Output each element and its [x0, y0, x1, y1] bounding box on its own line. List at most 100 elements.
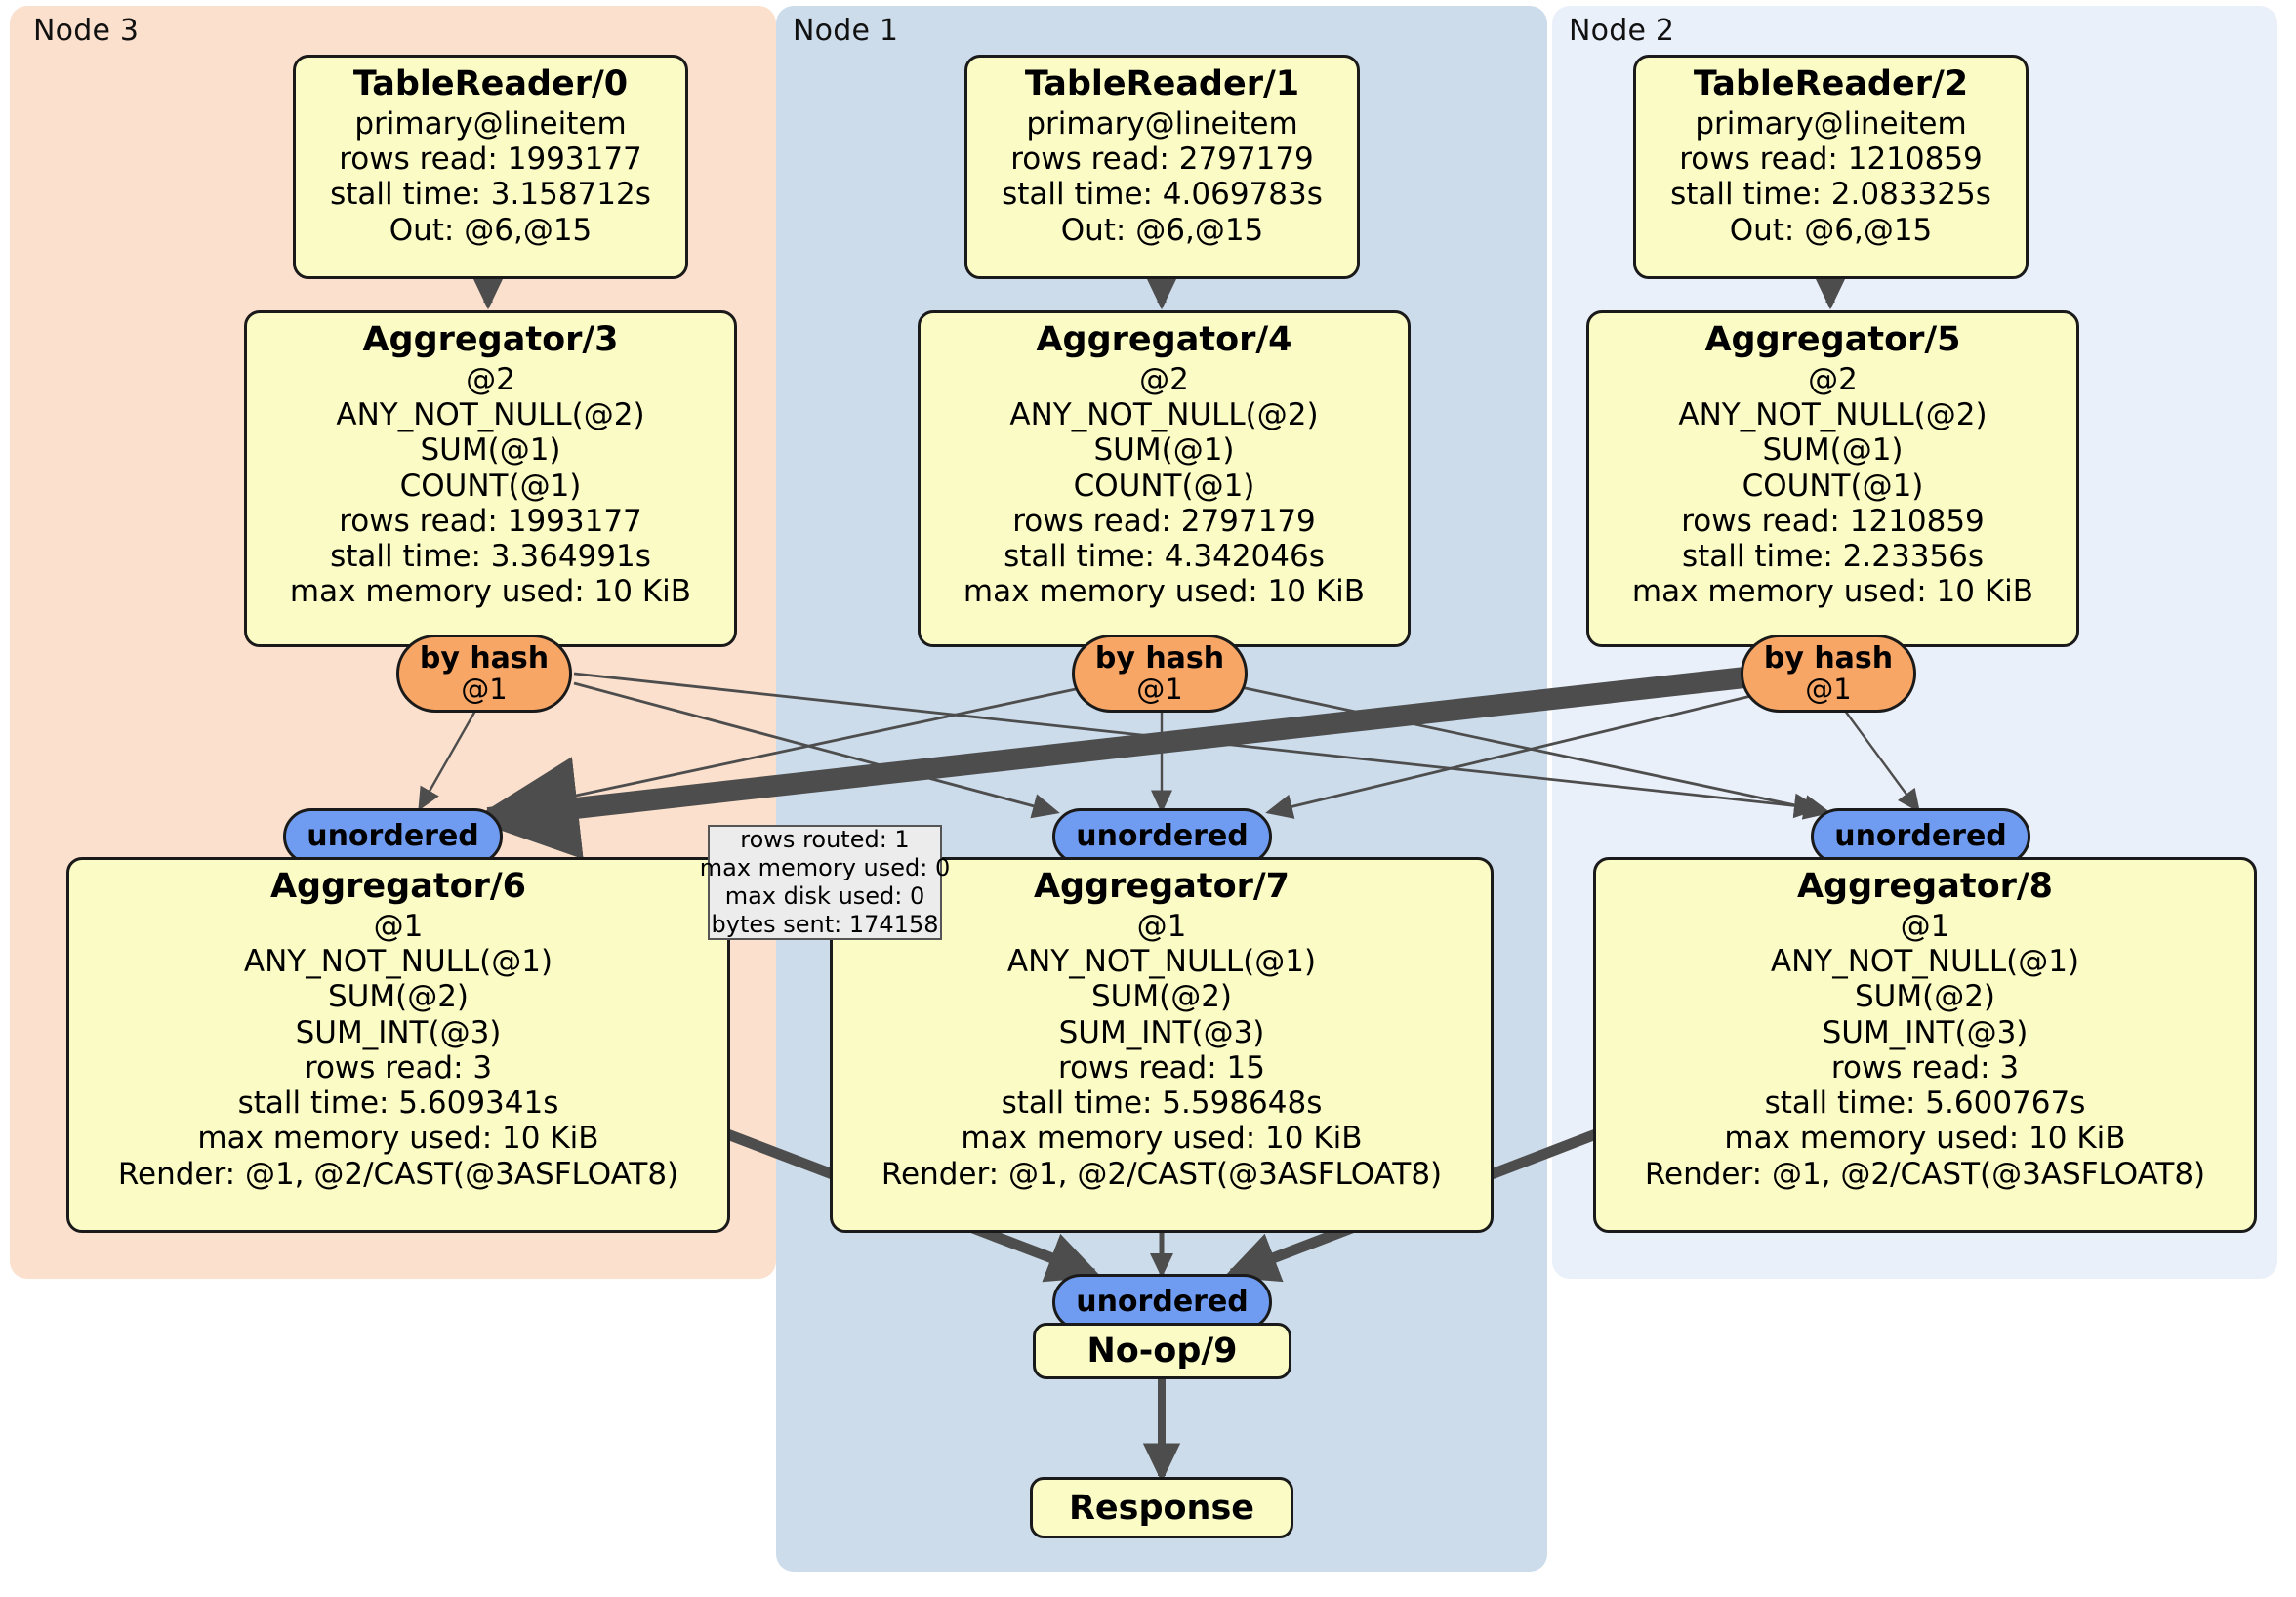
node-aggregator-5[interactable]: Aggregator/5 @2 ANY_NOT_NULL(@2) SUM(@1)…	[1586, 310, 2079, 647]
node-title: TableReader/2	[1693, 64, 1969, 103]
router-by-hash-3[interactable]: by hash @1	[396, 635, 572, 713]
router-label: unordered	[307, 819, 479, 853]
node-detail-line: ANY_NOT_NULL(@2)	[336, 397, 645, 433]
node-detail-line: @1	[373, 908, 424, 944]
router-column: @1	[461, 672, 508, 706]
router-column: @1	[1805, 672, 1852, 706]
node-detail-line: stall time: 4.342046s	[1004, 539, 1325, 575]
node-detail-line: COUNT(@1)	[1073, 468, 1255, 504]
node-detail-line: Render: @1, @2/CAST(@3ASFLOAT8)	[117, 1156, 679, 1192]
stats-line: bytes sent: 174158	[711, 910, 939, 938]
node-detail-line: SUM(@2)	[327, 979, 470, 1015]
node-detail-line: Out: @6,@15	[1729, 212, 1933, 248]
node-detail-line: ANY_NOT_NULL(@2)	[1678, 397, 1988, 433]
node-detail-line: max memory used: 10 KiB	[197, 1121, 599, 1157]
node-aggregator-6[interactable]: Aggregator/6 @1 ANY_NOT_NULL(@1) SUM(@2)…	[66, 857, 730, 1233]
node-detail-line: primary@lineitem	[1695, 105, 1967, 142]
router-unordered-7[interactable]: unordered	[1052, 808, 1272, 865]
node-title: No-op/9	[1086, 1331, 1238, 1371]
node-detail-line: stall time: 5.598648s	[1001, 1085, 1323, 1122]
node-detail-line: stall time: 4.069783s	[1002, 177, 1323, 213]
node-title: Aggregator/5	[1704, 320, 1961, 359]
node-table-reader-2[interactable]: TableReader/2 primary@lineitem rows read…	[1633, 55, 2029, 279]
node-detail-line: stall time: 3.158712s	[330, 177, 651, 213]
node-detail-line: rows read: 2797179	[1012, 503, 1316, 539]
router-by-hash-4[interactable]: by hash @1	[1072, 635, 1248, 713]
node-detail-line: rows read: 2797179	[1010, 142, 1314, 178]
node-detail-line: rows read: 1210859	[1681, 503, 1985, 539]
node-title: Aggregator/6	[269, 867, 527, 906]
cluster-label-node-1: Node 1	[793, 14, 899, 48]
router-by-hash-5[interactable]: by hash @1	[1741, 635, 1916, 713]
router-label: unordered	[1076, 819, 1249, 853]
node-detail-line: rows read: 15	[1058, 1049, 1265, 1085]
stats-line: max memory used: 0	[699, 854, 951, 882]
node-detail-line: rows read: 1993177	[339, 142, 642, 178]
node-detail-line: ANY_NOT_NULL(@2)	[1009, 397, 1319, 433]
node-detail-line: stall time: 5.609341s	[237, 1085, 559, 1122]
node-detail-line: @2	[1139, 361, 1189, 397]
node-aggregator-7[interactable]: Aggregator/7 @1 ANY_NOT_NULL(@1) SUM(@2)…	[830, 857, 1494, 1233]
node-detail-line: stall time: 2.083325s	[1670, 177, 1991, 213]
router-column: @1	[1136, 672, 1183, 706]
edge-stats-box: rows routed: 1 max memory used: 0 max di…	[700, 825, 950, 940]
node-aggregator-8[interactable]: Aggregator/8 @1 ANY_NOT_NULL(@1) SUM(@2)…	[1593, 857, 2257, 1233]
router-label: by hash	[419, 641, 550, 676]
node-detail-line: @1	[1136, 908, 1187, 944]
node-detail-line: stall time: 3.364991s	[330, 539, 651, 575]
node-detail-line: @1	[1900, 908, 1950, 944]
node-detail-line: COUNT(@1)	[1742, 468, 1924, 504]
node-detail-line: SUM(@2)	[1854, 979, 1996, 1015]
node-detail-line: primary@lineitem	[1026, 105, 1298, 142]
node-detail-line: SUM_INT(@3)	[1822, 1014, 2029, 1050]
stats-line: max disk used: 0	[724, 882, 925, 910]
node-detail-line: stall time: 5.600767s	[1764, 1085, 2086, 1122]
node-title: Aggregator/7	[1033, 867, 1291, 906]
node-table-reader-1[interactable]: TableReader/1 primary@lineitem rows read…	[964, 55, 1360, 279]
node-detail-line: ANY_NOT_NULL(@1)	[1770, 944, 2080, 980]
node-detail-line: Out: @6,@15	[1060, 212, 1264, 248]
cluster-label-node-2: Node 2	[1569, 14, 1675, 48]
node-detail-line: rows read: 3	[1830, 1049, 2020, 1085]
router-unordered-8[interactable]: unordered	[1811, 808, 2030, 865]
node-detail-line: ANY_NOT_NULL(@1)	[243, 944, 554, 980]
node-aggregator-3[interactable]: Aggregator/3 @2 ANY_NOT_NULL(@2) SUM(@1)…	[244, 310, 737, 647]
node-detail-line: Out: @6,@15	[389, 212, 593, 248]
node-detail-line: SUM(@1)	[420, 432, 561, 469]
node-detail-line: @2	[1808, 361, 1858, 397]
node-detail-line: SUM(@1)	[1762, 432, 1904, 469]
cluster-label-node-3: Node 3	[33, 14, 140, 48]
node-title: Response	[1068, 1488, 1255, 1528]
router-label: unordered	[1834, 819, 2007, 853]
node-response[interactable]: Response	[1030, 1477, 1293, 1538]
node-detail-line: stall time: 2.23356s	[1681, 539, 1985, 575]
node-detail-line: ANY_NOT_NULL(@1)	[1006, 944, 1317, 980]
node-detail-line: @2	[466, 361, 515, 397]
node-detail-line: SUM(@2)	[1090, 979, 1233, 1015]
node-detail-line: max memory used: 10 KiB	[961, 1121, 1363, 1157]
node-detail-line: SUM_INT(@3)	[295, 1014, 502, 1050]
router-label: by hash	[1094, 641, 1225, 676]
node-detail-line: max memory used: 10 KiB	[289, 574, 692, 610]
node-title: Aggregator/8	[1796, 867, 2054, 906]
node-title: TableReader/0	[352, 64, 629, 103]
node-detail-line: rows read: 1993177	[339, 503, 642, 539]
node-detail-line: max memory used: 10 KiB	[963, 574, 1366, 610]
node-detail-line: rows read: 3	[304, 1049, 493, 1085]
node-table-reader-0[interactable]: TableReader/0 primary@lineitem rows read…	[293, 55, 688, 279]
node-detail-line: max memory used: 10 KiB	[1724, 1121, 2126, 1157]
node-detail-line: SUM(@1)	[1093, 432, 1235, 469]
node-no-op-9[interactable]: No-op/9	[1033, 1323, 1292, 1379]
router-label: unordered	[1076, 1285, 1249, 1319]
stats-line: rows routed: 1	[740, 826, 910, 854]
node-detail-line: primary@lineitem	[354, 105, 627, 142]
node-detail-line: Render: @1, @2/CAST(@3ASFLOAT8)	[881, 1156, 1443, 1192]
node-aggregator-4[interactable]: Aggregator/4 @2 ANY_NOT_NULL(@2) SUM(@1)…	[918, 310, 1411, 647]
node-detail-line: max memory used: 10 KiB	[1631, 574, 2034, 610]
node-title: Aggregator/4	[1036, 320, 1292, 359]
node-detail-line: SUM_INT(@3)	[1058, 1014, 1265, 1050]
node-title: Aggregator/3	[362, 320, 619, 359]
router-unordered-9[interactable]: unordered	[1052, 1274, 1272, 1331]
router-label: by hash	[1763, 641, 1894, 676]
